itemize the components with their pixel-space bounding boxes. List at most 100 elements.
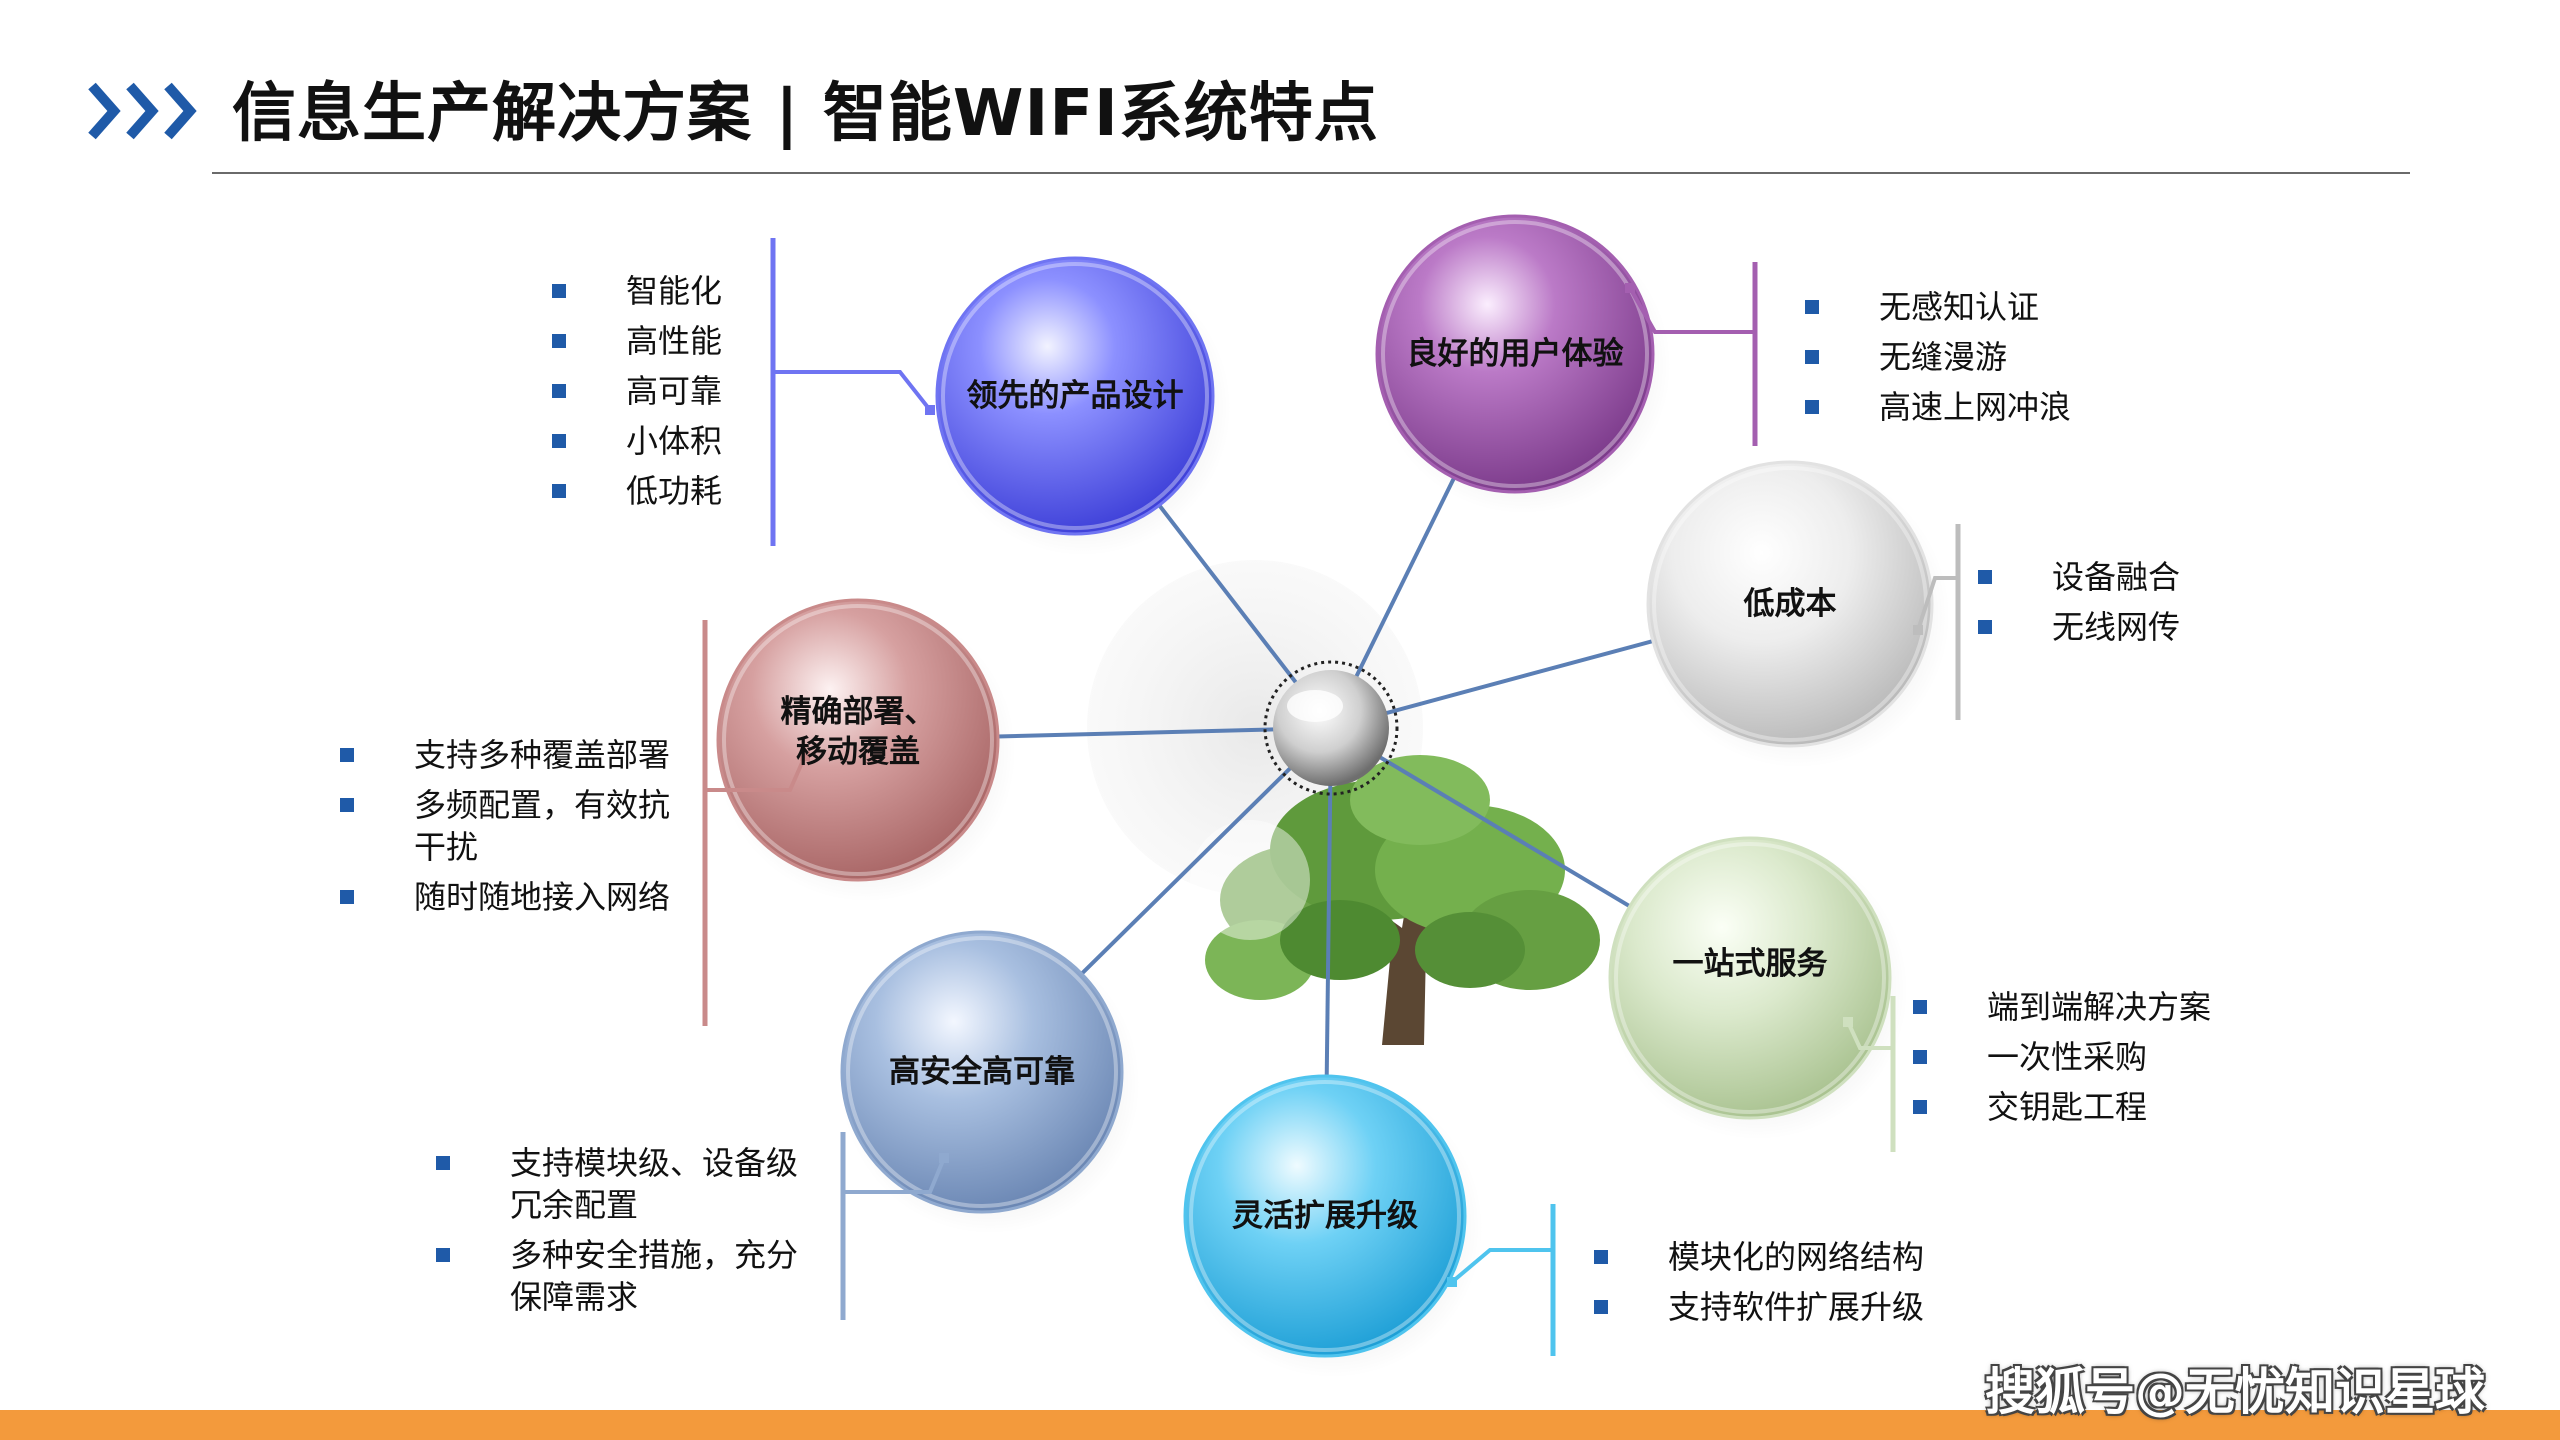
list-item: 端到端解决方案 (1913, 986, 2211, 1028)
list-item-text: 冗余配置 (510, 1186, 639, 1224)
bubble-label-line: 精确部署、 (780, 694, 936, 730)
list-item: 高性能 (552, 320, 722, 362)
bubble-label-low-cost: 低成本 (1743, 586, 1837, 622)
bracket-elbow-security (843, 1157, 946, 1194)
bubble-label-user-experience: 良好的用户体验 (1406, 336, 1624, 372)
bullet-square-icon (552, 284, 566, 298)
bubble-label-security: 高安全高可靠 (889, 1054, 1075, 1090)
bubble-rim-expansion (1189, 1080, 1461, 1352)
list-item-text: 随时随地接入网络 (414, 878, 671, 916)
bullet-square-icon (340, 748, 354, 762)
center-ring (1263, 660, 1399, 796)
bullet-square-icon (552, 484, 566, 498)
list-item-text: 高可靠 (626, 372, 723, 410)
bracket-dot-one-stop (1843, 1017, 1853, 1027)
list-item-text: 无感知认证 (1879, 288, 2040, 326)
bracket-elbow-product-design (773, 370, 932, 412)
list-item: 一次性采购 (1913, 1036, 2211, 1078)
feature-bubbles (716, 214, 1950, 1378)
list-item: 高可靠 (552, 370, 722, 412)
bubble-label-line: 移动覆盖 (796, 734, 920, 770)
list-item-text: 设备融合 (2052, 558, 2181, 596)
bullet-square-icon (1805, 300, 1819, 314)
list-item-text: 小体积 (626, 422, 723, 460)
bubble-label-expansion: 灵活扩展升级 (1232, 1198, 1418, 1234)
bubble-rim-product-design (941, 262, 1209, 530)
chevron-right-icon (88, 82, 197, 140)
bubble-product-design (935, 256, 1215, 536)
bracket-elbow-expansion (1450, 1248, 1553, 1284)
list-item: 无感知认证 (1805, 286, 2071, 328)
bullet-square-icon (1805, 400, 1819, 414)
bullet-square-icon (340, 798, 354, 812)
bullet-square-icon (1805, 350, 1819, 364)
list-item: 随时随地接入网络 (340, 876, 670, 918)
list-item: 多频配置，有效抗干扰 (340, 784, 670, 868)
bubble-security (840, 930, 1124, 1214)
bracket-dot-user-experience (1625, 283, 1635, 293)
bubble-expansion (1183, 1074, 1467, 1358)
center-sphere-icon (1273, 670, 1389, 786)
bullet-list-one-stop: 端到端解决方案 一次性采购 交钥匙工程 (1913, 986, 2211, 1136)
list-item: 无线网传 (1978, 606, 2180, 648)
bracket-elbow-one-stop (1846, 1021, 1893, 1050)
bullet-list-security: 支持模块级、设备级冗余配置 多种安全措施，充分保障需求 (436, 1142, 798, 1326)
list-item-text: 端到端解决方案 (1987, 988, 2212, 1026)
list-item-text: 支持软件扩展升级 (1668, 1288, 1925, 1326)
list-item: 高速上网冲浪 (1805, 386, 2071, 428)
list-item: 低功耗 (552, 470, 722, 512)
bullet-list-low-cost: 设备融合 无线网传 (1978, 556, 2180, 656)
bullet-square-icon (1913, 1100, 1927, 1114)
list-item: 智能化 (552, 270, 722, 312)
list-item-text: 低功耗 (626, 472, 723, 510)
bracket-dot-product-design (925, 405, 935, 415)
list-item: 小体积 (552, 420, 722, 462)
bracket-dot-security (939, 1153, 949, 1163)
bracket-dot-deployment (800, 751, 810, 761)
page-title: 信息生产解决方案 | 智能WIFI系统特点 (232, 77, 1379, 151)
list-item: 无缝漫游 (1805, 336, 2071, 378)
bullet-square-icon (1913, 1050, 1927, 1064)
bubble-label-product-design: 领先的产品设计 (966, 378, 1184, 414)
list-item: 支持模块级、设备级冗余配置 (436, 1142, 798, 1226)
bracket-dot-expansion (1447, 1277, 1457, 1287)
bracket-dot-low-cost (1913, 625, 1923, 635)
bullet-square-icon (552, 384, 566, 398)
bullet-list-deployment: 支持多种覆盖部署 多频配置，有效抗干扰 随时随地接入网络 (340, 734, 670, 926)
bullet-list-user-experience: 无感知认证 无缝漫游 高速上网冲浪 (1805, 286, 2071, 436)
watermark: 搜狐号@无忧知识星球 (1985, 1363, 2485, 1421)
bullet-list-product-design: 智能化 高性能 高可靠 小体积 低功耗 (552, 270, 722, 520)
list-item-text: 多频配置，有效抗 (414, 786, 671, 824)
bullet-square-icon (1978, 620, 1992, 634)
bubble-rim-one-stop (1614, 842, 1886, 1114)
list-item-text: 高性能 (626, 322, 723, 360)
list-item: 模块化的网络结构 (1594, 1236, 1924, 1278)
bubble-label-one-stop: 一站式服务 (1672, 946, 1828, 982)
bubble-deployment (716, 598, 1000, 882)
footer-bar (0, 1410, 2560, 1440)
list-item-text: 一次性采购 (1987, 1038, 2148, 1076)
bullet-square-icon (1594, 1300, 1608, 1314)
list-item-text: 支持模块级、设备级 (510, 1144, 799, 1182)
bubble-rim-user-experience (1381, 220, 1649, 488)
list-item-text: 智能化 (626, 272, 723, 310)
bracket-lines (702, 238, 1961, 1356)
list-item-text: 干扰 (414, 828, 479, 866)
list-item-text: 交钥匙工程 (1987, 1088, 2148, 1126)
bullet-square-icon (1913, 1000, 1927, 1014)
bullet-list-expansion: 模块化的网络结构 支持软件扩展升级 (1594, 1236, 1924, 1336)
list-item: 支持多种覆盖部署 (340, 734, 670, 776)
list-item-text: 无线网传 (2052, 608, 2181, 646)
bullet-square-icon (1594, 1250, 1608, 1264)
bracket-elbow-user-experience (1628, 287, 1755, 334)
list-item: 支持软件扩展升级 (1594, 1286, 1924, 1328)
bubble-user-experience (1375, 214, 1655, 494)
list-item: 设备融合 (1978, 556, 2180, 598)
list-item-text: 支持多种覆盖部署 (414, 736, 671, 774)
bullet-square-icon (1978, 570, 1992, 584)
list-item: 多种安全措施，充分保障需求 (436, 1234, 798, 1318)
bubble-one-stop (1608, 836, 1892, 1120)
bubble-label-deployment: 精确部署、 移动覆盖 (738, 692, 978, 772)
